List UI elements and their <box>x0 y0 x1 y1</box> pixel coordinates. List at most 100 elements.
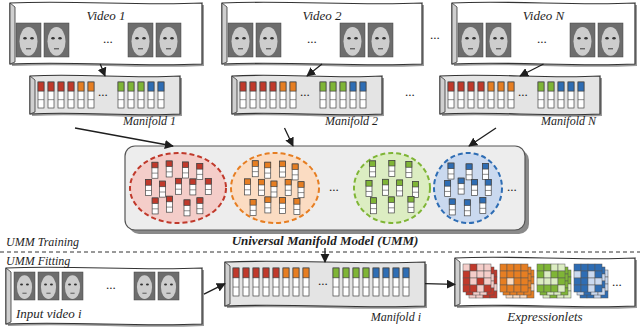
feature-bar-top <box>294 199 300 205</box>
expressionlet-cell <box>544 285 551 292</box>
feature-bar-cell <box>78 99 84 100</box>
feature-bar <box>197 164 203 180</box>
feature-bar-cell <box>363 287 369 288</box>
feature-bar-cell <box>458 188 464 189</box>
face-mouth <box>238 48 243 49</box>
feature-bar <box>263 268 269 296</box>
cluster-ellipse <box>434 153 502 223</box>
expressionlet-cell <box>537 264 544 271</box>
feature-bar <box>166 161 172 177</box>
feature-bar <box>240 82 246 108</box>
face-photo <box>256 23 281 57</box>
feature-bar <box>406 162 412 178</box>
feature-bar-top <box>383 268 389 278</box>
feature-bar-cell <box>383 190 389 191</box>
expressionlet-cell <box>520 270 527 277</box>
expressionlet-cell <box>587 277 594 284</box>
expressionlet-cell <box>513 284 520 291</box>
feature-bar-top <box>403 268 409 278</box>
face-mouth <box>580 48 585 49</box>
face-skin <box>132 27 150 56</box>
feature-bar-top <box>48 82 54 91</box>
node-label: Manifold 2 <box>325 115 378 128</box>
expressionlet-cell <box>484 278 491 285</box>
feature-bar <box>280 82 286 108</box>
face-eye <box>163 37 167 39</box>
feature-bar <box>265 162 271 178</box>
feature-bar <box>279 198 285 214</box>
expressionlet-cell <box>588 264 595 271</box>
feature-bar-cell <box>271 191 277 192</box>
feature-bar-top <box>146 180 152 186</box>
feature-bar-cell <box>292 174 298 175</box>
flow-arrow <box>520 64 544 76</box>
feature-bar-cell <box>190 189 196 190</box>
feature-bar-top <box>578 82 584 91</box>
feature-bar-cell <box>240 99 246 100</box>
expressionlet-cell <box>558 285 565 292</box>
expressionlet-cell <box>514 264 521 271</box>
cluster-ellipse <box>354 153 430 223</box>
face-eye <box>270 37 274 39</box>
feature-bar <box>412 181 418 197</box>
feature-bar-top <box>270 82 276 91</box>
feature-bar <box>343 268 349 296</box>
feature-bar-cell <box>128 99 134 100</box>
feature-bar-cell <box>265 207 271 208</box>
feature-bar-cell <box>183 172 189 173</box>
expressionlet-cell <box>521 285 528 292</box>
expressionlet-band-curl <box>455 258 460 306</box>
feature-bar-cell <box>370 171 376 172</box>
feature-bar-top <box>245 179 251 185</box>
expressionlet-cell <box>500 264 507 271</box>
expressionlet-band <box>455 257 635 307</box>
ellipsis-mark: ... <box>307 32 317 46</box>
face-skin <box>260 27 278 56</box>
expressionlet-cell <box>550 270 557 277</box>
ellipsis-mark: ... <box>300 85 310 99</box>
feature-bar-cell <box>197 174 203 175</box>
feature-bar-top <box>360 82 366 91</box>
feature-bar-top <box>78 82 84 91</box>
feature-bar <box>458 82 464 108</box>
feature-bar-top <box>471 179 477 185</box>
umm-box: Universal Manifold Model (UMM) <box>125 146 525 248</box>
expressionlet-cell <box>557 284 564 291</box>
feature-bar-top <box>408 197 414 203</box>
flow-arrow <box>285 128 294 146</box>
feature-bar-cell <box>158 99 164 100</box>
face-skin <box>232 27 250 56</box>
face-skin <box>17 275 32 299</box>
face-eye <box>20 284 23 286</box>
feature-bar <box>383 179 389 195</box>
feature-bar <box>265 197 271 213</box>
feature-bar <box>250 200 256 216</box>
expressionlet-cell <box>507 271 514 278</box>
feature-bar-cell <box>558 99 564 100</box>
expressionlet-cell <box>594 277 601 284</box>
feature-bar-top <box>259 179 265 185</box>
face-photo <box>570 23 595 57</box>
face-photo <box>62 272 83 300</box>
feature-bar-top <box>303 268 309 278</box>
feature-bar-cell <box>478 99 484 100</box>
section-label: UMM Fitting <box>6 255 70 268</box>
expressionlet-cell <box>580 277 587 284</box>
expressionlet-cell <box>543 277 550 284</box>
expressionlet-cell <box>500 285 507 292</box>
face-photo <box>458 23 483 57</box>
expressionlet-cell <box>470 278 477 285</box>
face-skin <box>344 27 362 56</box>
feature-bar <box>245 179 251 195</box>
feature-bar-cell <box>184 210 190 211</box>
face-eye <box>164 284 167 286</box>
feature-bar-cell <box>146 190 152 191</box>
node-label: Manifold N <box>541 115 596 128</box>
ellipsis-mark: ... <box>318 274 328 288</box>
feature-bar <box>449 199 455 215</box>
feature-bar-cell <box>175 189 181 190</box>
expressionlet-cell <box>483 284 490 291</box>
feature-bar-cell <box>280 99 286 100</box>
feature-bar-cell <box>333 287 339 288</box>
feature-bar-cell <box>464 210 470 211</box>
